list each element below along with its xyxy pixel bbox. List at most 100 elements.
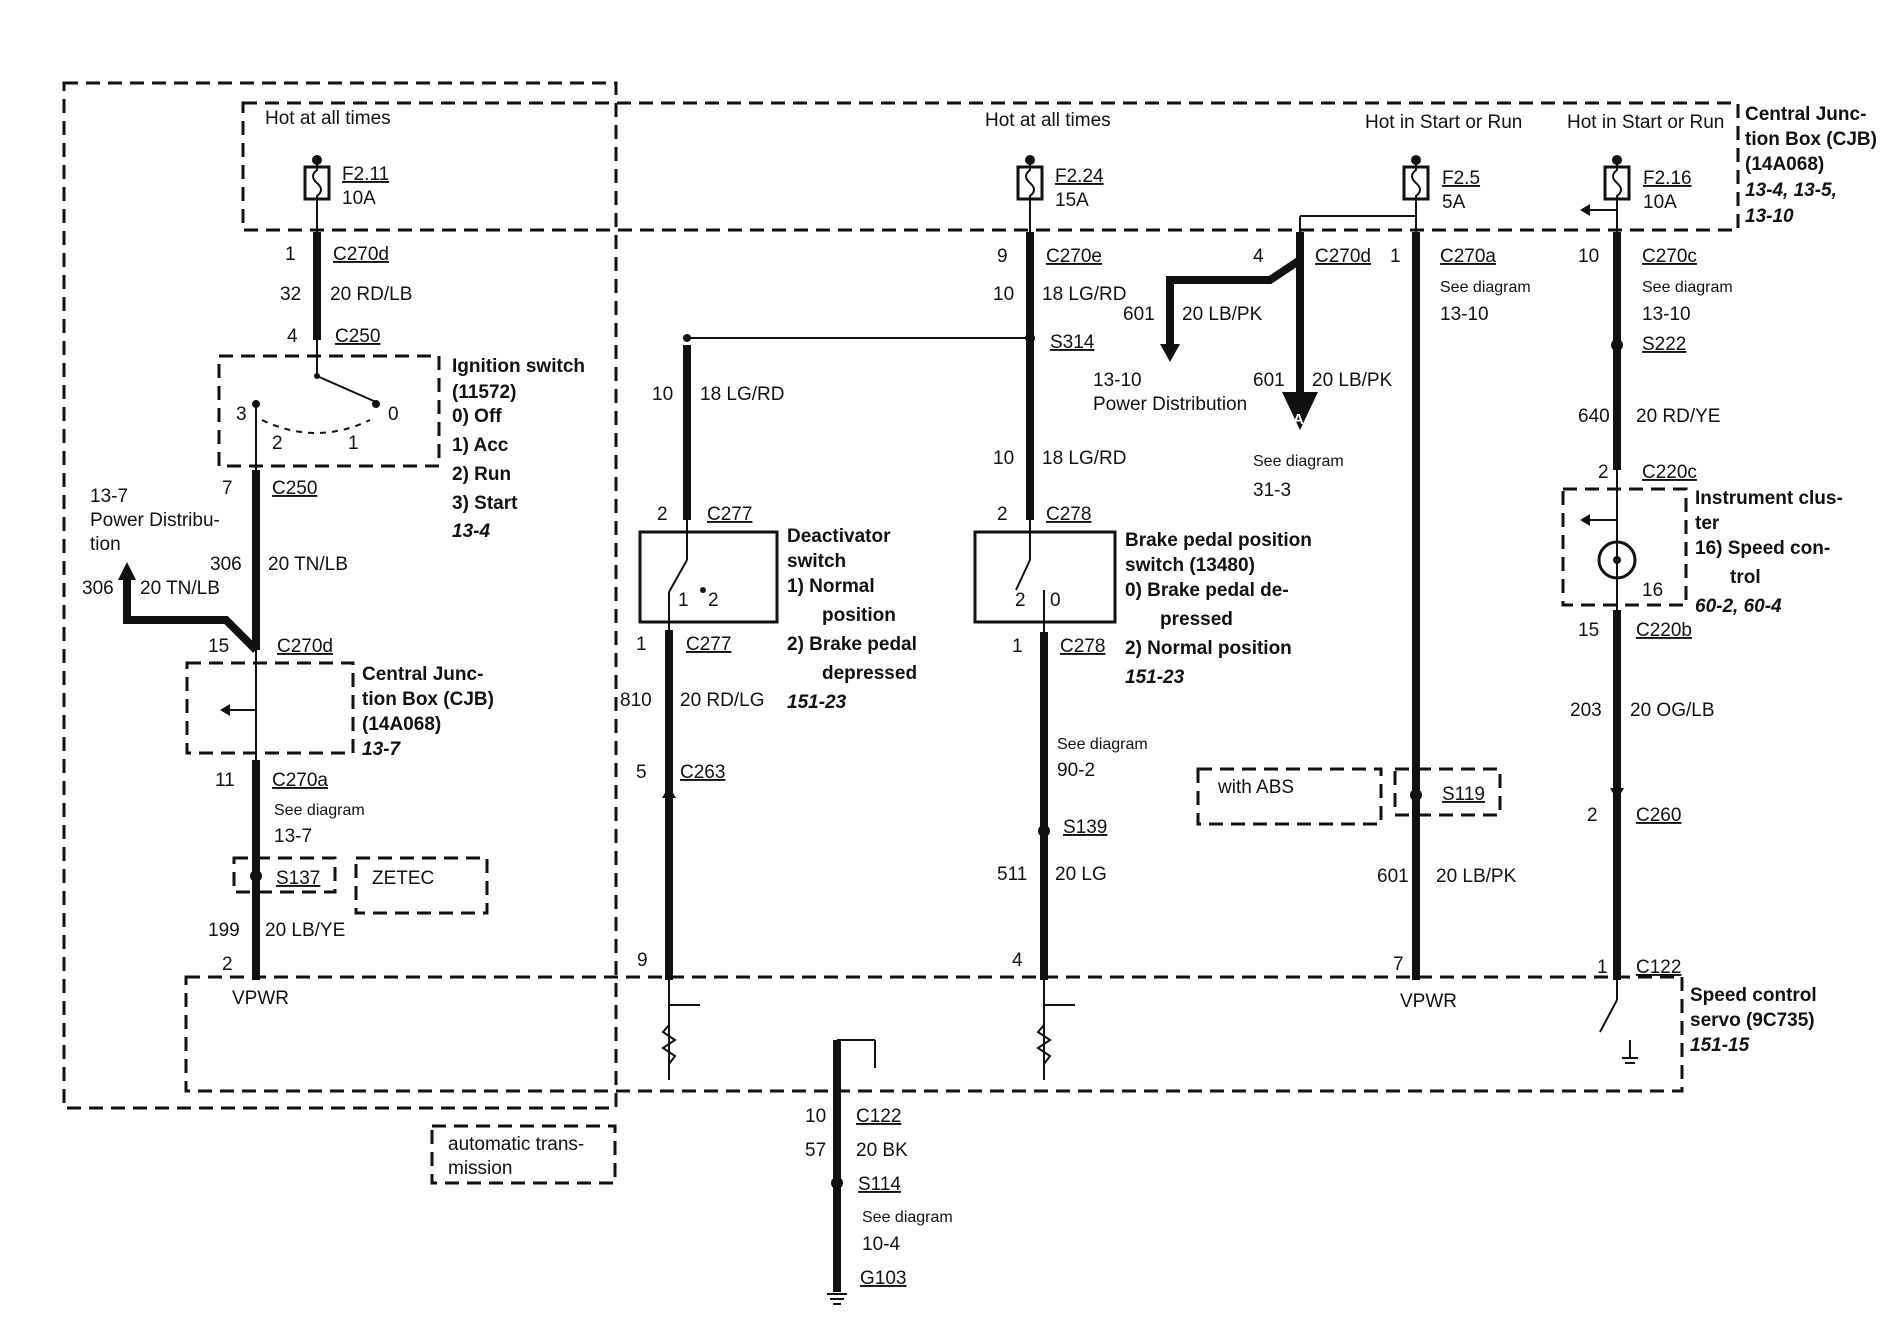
cluster-ref: 60-2, 60-4 [1695, 596, 1782, 617]
c2-pin3: 5 [636, 762, 647, 783]
deact-n1: 1 [678, 590, 689, 611]
c5-pin2: 7 [1393, 954, 1404, 975]
c6-see: See diagram [1642, 279, 1733, 296]
c2-wire2: 20 RD/LG [680, 690, 764, 711]
cjb-mid-line2: tion Box (CJB) [362, 689, 494, 710]
c6-pin6: 1 [1597, 957, 1608, 978]
c1-wire2: 20 TN/LB [268, 554, 348, 575]
deact-p2b: depressed [822, 663, 917, 684]
c3-circuit2: 10 [993, 448, 1014, 469]
c5-see: See diagram [1440, 279, 1531, 296]
c6-pin2: 2 [1598, 462, 1609, 483]
c1-wire3: 20 LB/YE [265, 920, 345, 941]
c6-wire2: 20 OG/LB [1630, 700, 1715, 721]
c6-conn3: C220b [1636, 620, 1692, 641]
cjb-mid-line1: Central Junc- [362, 664, 483, 685]
c3-pin4: 4 [1012, 950, 1023, 971]
c6-pin4: 15 [1578, 620, 1599, 641]
fuse-3-amp: 5A [1442, 192, 1466, 213]
fuse-f2-5 [1402, 155, 1430, 232]
fuse-1-amp: 10A [342, 188, 376, 209]
s114-label: S114 [858, 1174, 901, 1195]
c3-circuit3: 511 [997, 864, 1027, 885]
fuse-4-label: Hot in Start or Run [1567, 112, 1724, 133]
c3-conn3: C278 [1060, 636, 1105, 657]
c3-pin2: 2 [997, 504, 1008, 525]
ignition-title: Ignition switch [452, 356, 585, 377]
c4-see: See diagram [1253, 453, 1344, 470]
s119-label: S119 [1442, 784, 1485, 805]
cjb-mid-ref: 13-7 [362, 739, 401, 760]
brake-p2: 2) Normal position [1125, 638, 1292, 659]
brake-p0: 0) Brake pedal de- [1125, 580, 1289, 601]
vpwr-right: VPWR [1400, 991, 1457, 1012]
c1-pin3: 7 [222, 478, 233, 499]
deact-p2: 2) Brake pedal [787, 634, 917, 655]
c6-conn1: C270c [1642, 246, 1697, 267]
gnd-circuit: 57 [805, 1140, 826, 1161]
s314-label: S314 [1050, 332, 1095, 353]
gnd-wire: 20 BK [856, 1140, 908, 1161]
c3-pin3: 1 [1012, 636, 1023, 657]
c3-wire3: 20 LG [1055, 864, 1107, 885]
c1-circuit3: 199 [208, 920, 240, 941]
fuse-3-id: F2.5 [1442, 168, 1480, 189]
c4-wire2: 20 LB/PK [1312, 370, 1393, 391]
c4-pin: 4 [1253, 246, 1264, 267]
speed-control-servo-outline [184, 975, 1684, 1093]
c1-conn3: C250 [272, 478, 317, 499]
c1-see: See diagram [274, 802, 365, 819]
fuse-2-amp: 15A [1055, 190, 1089, 211]
c2-conn3: C263 [680, 762, 725, 783]
cjb-top-line1: Central Junc- [1745, 104, 1866, 125]
branch-ref: 13-7 [90, 486, 128, 507]
c6-see-ref: 13-10 [1642, 304, 1691, 325]
column-2-wires [638, 334, 1030, 1080]
fuse-1-id: F2.11 [342, 164, 389, 185]
column-5-wires [1410, 232, 1422, 980]
central-junction-box-outline [241, 101, 1740, 232]
c2-wire1: 18 LG/RD [700, 384, 784, 405]
branch-wire: 20 TN/LB [140, 578, 220, 599]
fuse-2-id: F2.24 [1055, 166, 1104, 187]
ignition-part: (11572) [452, 382, 516, 403]
ignition-switch-outline [217, 354, 441, 468]
fuse-f2-16 [1603, 155, 1631, 232]
ignition-pos1: 1) Acc [452, 435, 509, 456]
c1-pin4: 15 [208, 636, 229, 657]
cluster-line3: 16) Speed con- [1695, 538, 1830, 559]
deact-title: Deactivator [787, 526, 891, 547]
fuse-1-label: Hot at all times [265, 108, 391, 129]
brake-ref: 151-23 [1125, 667, 1185, 688]
vpwr-left: VPWR [232, 988, 289, 1009]
column-1-wires [118, 232, 380, 980]
c1-conn2: C250 [335, 326, 380, 347]
cjb-top-ref2: 13-10 [1745, 206, 1794, 227]
c1-pin1: 1 [285, 244, 296, 265]
brake-n2: 2 [1015, 590, 1026, 611]
zetec-outline [354, 856, 489, 915]
c6-circuit1: 640 [1578, 406, 1610, 427]
c2-pin1: 2 [657, 504, 668, 525]
fuse-2-label: Hot at all times [985, 110, 1111, 131]
c4-circuit: 601 [1123, 304, 1155, 325]
c2-circuit1: 10 [652, 384, 673, 405]
c1-conn5: C270a [272, 770, 328, 791]
branch-circuit: 306 [82, 578, 114, 599]
cjb-top-line2: tion Box (CJB) [1745, 129, 1877, 150]
brake-p0b: pressed [1160, 609, 1233, 630]
auto-trans-line2: mission [448, 1158, 512, 1179]
c3-see-ref: 90-2 [1057, 760, 1095, 781]
c1-see-ref: 13-7 [274, 826, 312, 847]
automatic-transmission-region [62, 81, 618, 1110]
c2-circuit2: 810 [620, 690, 652, 711]
fuse-4-amp: 10A [1643, 192, 1677, 213]
c4-ref2: Power Distribution [1093, 394, 1247, 415]
c6-pin1: 10 [1578, 246, 1599, 267]
column-3-wires [973, 232, 1117, 1080]
c4-see-ref: 31-3 [1253, 480, 1291, 501]
zetec-label: ZETEC [372, 868, 434, 889]
s139-label: S139 [1063, 817, 1107, 838]
ignition-ref: 13-4 [452, 521, 490, 542]
